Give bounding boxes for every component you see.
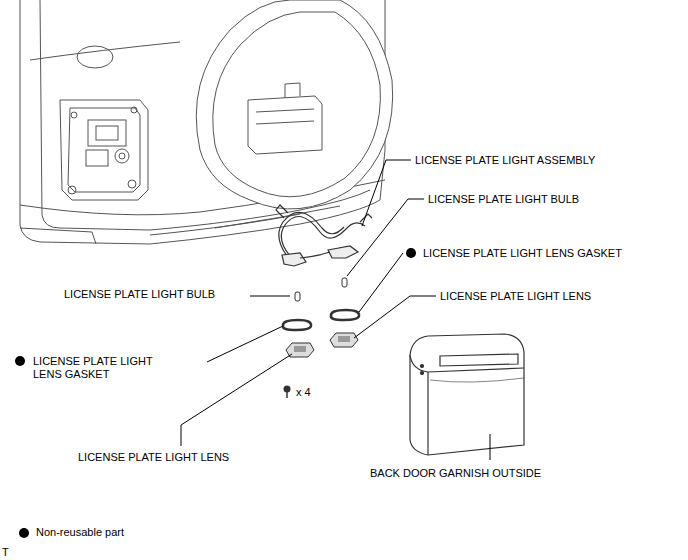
part-name: LICENSE PLATE LIGHT LENS bbox=[440, 290, 591, 303]
back-door-garnish bbox=[410, 334, 524, 455]
legend-mark bbox=[19, 528, 29, 538]
light-assembly bbox=[276, 205, 372, 266]
legend-text: Non-reusable part bbox=[36, 526, 124, 539]
quantity: x 4 bbox=[296, 386, 311, 399]
part-name: LICENSE PLATE LIGHT LENS GASKET bbox=[33, 355, 183, 381]
non-reusable-mark bbox=[406, 248, 416, 258]
figure-code: T bbox=[2, 546, 9, 559]
spare-tire bbox=[196, 0, 392, 209]
part-name: BACK DOOR GARNISH OUTSIDE bbox=[370, 467, 541, 480]
part-name: LICENSE PLATE LIGHT LENS bbox=[78, 451, 229, 464]
part-name: LICENSE PLATE LIGHT BULB bbox=[64, 288, 215, 301]
screw bbox=[284, 386, 291, 399]
part-name: LICENSE PLATE LIGHT ASSEMBLY bbox=[415, 154, 595, 167]
part-name: LICENSE PLATE LIGHT LENS GASKET bbox=[423, 247, 622, 260]
bulbs-gaskets-lenses bbox=[283, 278, 359, 357]
non-reusable-mark bbox=[15, 356, 25, 366]
part-name: LICENSE PLATE LIGHT BULB bbox=[428, 193, 579, 206]
